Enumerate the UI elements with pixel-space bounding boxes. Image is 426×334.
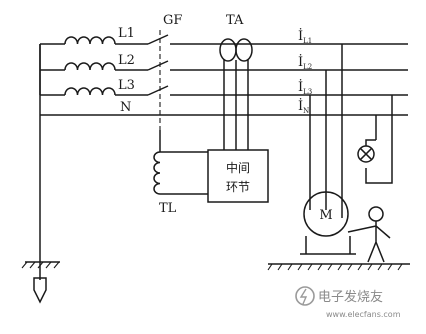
label-n: N [120, 100, 131, 115]
labels: L1 L2 L3 N GF TA TL [118, 13, 244, 216]
watermark: 电子发烧友 www.elecfans.com [295, 286, 401, 319]
intermediate-unit-label-2: 环节 [226, 180, 250, 194]
floor-hatch [267, 263, 403, 271]
coil-l1 [64, 36, 116, 45]
ground-electrode [33, 277, 47, 304]
intermediate-unit: 中间 环节 [207, 149, 269, 203]
motor: M [267, 191, 410, 271]
current-label-n: İN [298, 97, 309, 115]
current-label-l2: İL2 [298, 53, 312, 71]
watermark-logo-bolt [299, 288, 308, 305]
lamp-cross [359, 147, 373, 161]
breaker-blade-l2 [147, 60, 169, 71]
current-label-l3: İL3 [298, 78, 312, 96]
motor-base [300, 236, 356, 255]
watermark-logo-icon [295, 286, 315, 306]
motor-feeders [309, 44, 343, 218]
ta-core-left [219, 38, 237, 62]
coil-l2 [64, 62, 116, 71]
watermark-text: 电子发烧友 [318, 289, 383, 305]
supply-buses [40, 43, 408, 116]
transformer-coils [39, 36, 116, 96]
ground-connection [21, 44, 60, 304]
ground-hatch [21, 261, 60, 269]
label-l2: L2 [118, 53, 135, 68]
lamp-feed-l3 [365, 95, 393, 184]
person-head [368, 206, 384, 222]
watermark-url: www.elecfans.com [326, 310, 401, 319]
intermediate-unit-box [207, 149, 269, 203]
person-figure [347, 206, 391, 263]
motor-body [303, 191, 349, 237]
lamp-lead-top [365, 139, 376, 146]
person-body [347, 221, 391, 263]
breaker-gf [147, 30, 169, 152]
label-l1: L1 [118, 26, 135, 41]
trip-coil-winding [153, 151, 161, 195]
coil-l3 [64, 87, 116, 96]
current-transformer-ta [219, 38, 253, 150]
breaker-blade-l3 [147, 85, 169, 96]
ta-core-right [235, 38, 253, 62]
label-ta: TA [226, 13, 244, 28]
label-gf: GF [163, 13, 182, 28]
trip-coil-tl [153, 151, 208, 195]
intermediate-unit-label-1: 中间 [226, 160, 250, 175]
current-labels: İL1 İL2 İL3 İN [298, 27, 312, 115]
current-label-l1: İL1 [298, 27, 312, 45]
breaker-blade-l1 [147, 34, 169, 45]
lamp-load [357, 95, 393, 184]
motor-label: M [319, 208, 332, 223]
label-tl: TL [159, 201, 177, 216]
label-l3: L3 [118, 78, 135, 93]
